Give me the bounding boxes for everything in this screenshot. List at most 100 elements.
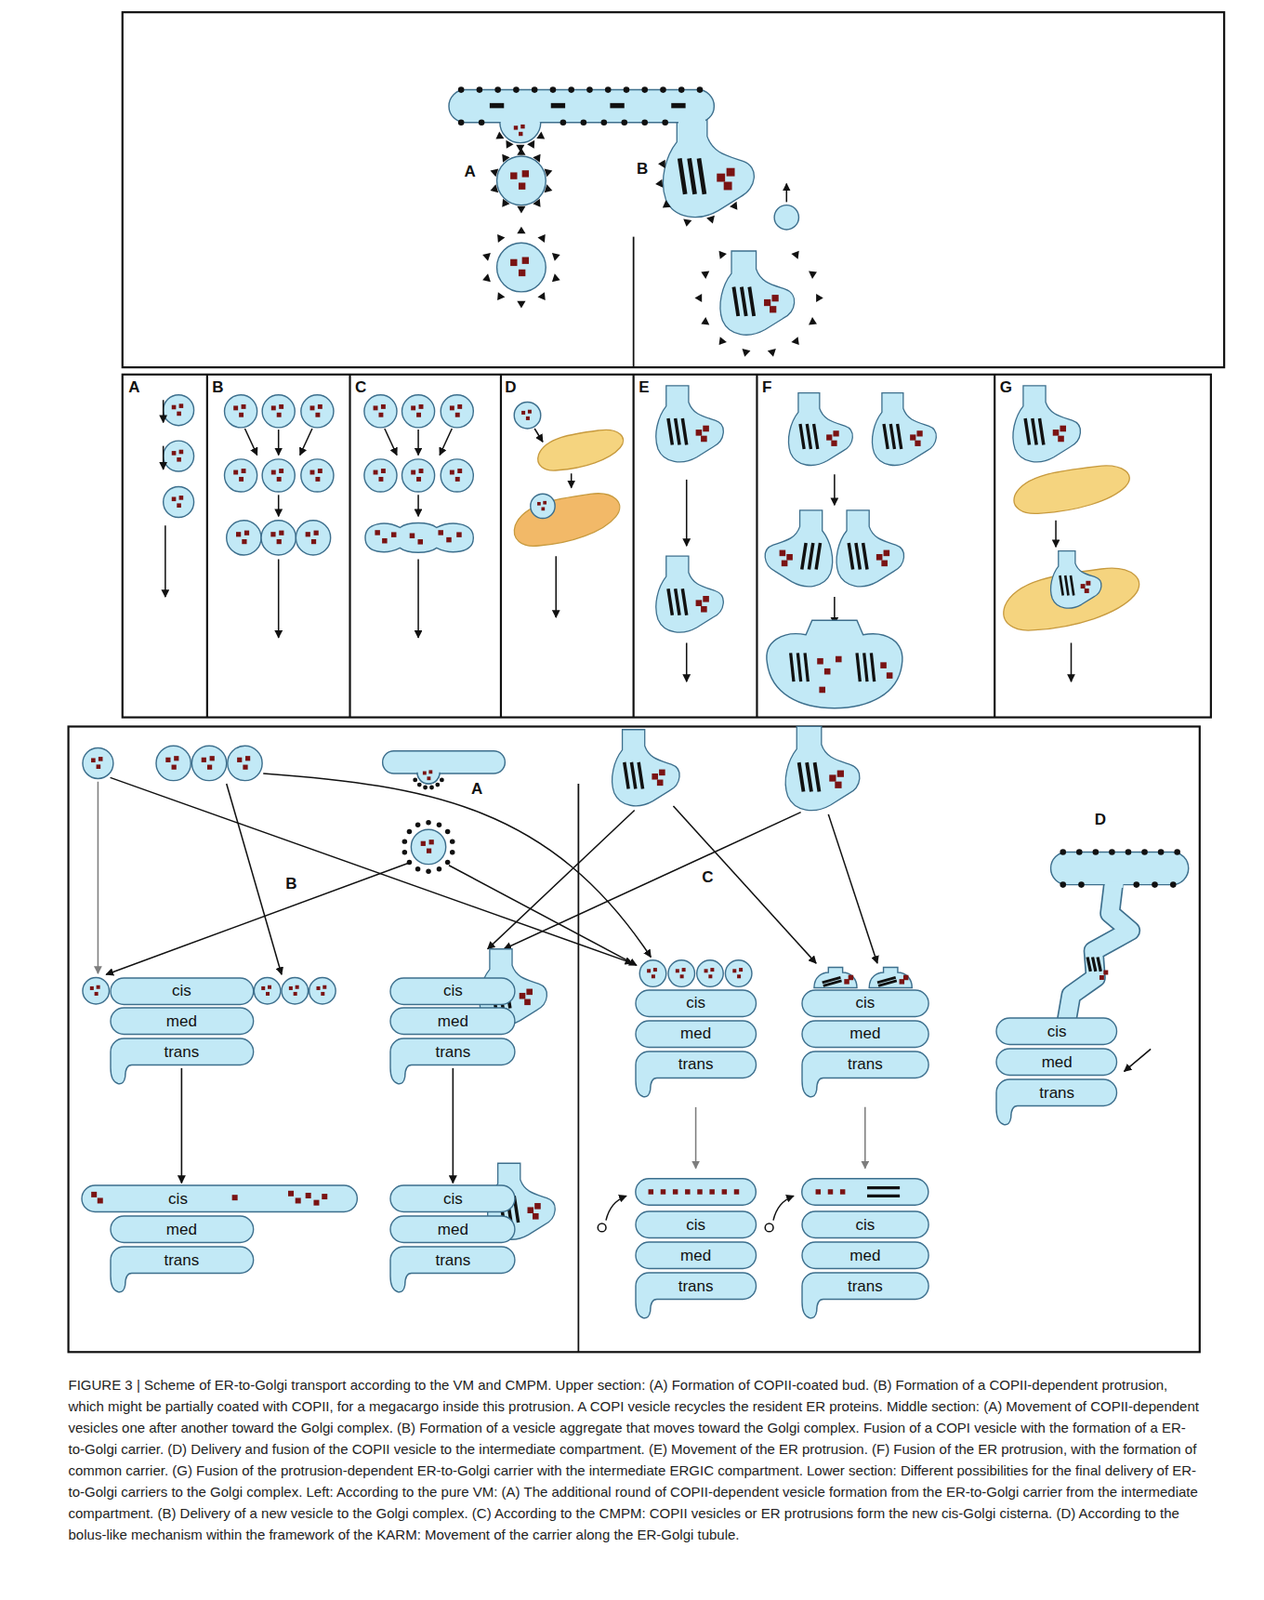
cargo [684,1188,690,1194]
ribosome-dot [1059,881,1067,888]
panel-frame [122,374,1212,718]
cargo [786,553,793,561]
ribosome-dot [415,866,421,871]
megacargo-bar [682,588,686,616]
golgi-cisterna: cis [802,1211,929,1238]
megacargo-bar [679,158,685,195]
megacargo-bar [1039,418,1043,446]
protrusion-membrane [656,385,725,462]
ribosome-dot [641,86,648,93]
cargo [540,507,545,512]
megacargo-bar [890,423,895,449]
cargo [704,968,709,973]
cisterna-outline [390,1215,515,1243]
transport-arrow [828,814,878,963]
cargo [317,404,323,409]
cargo [313,1199,319,1206]
cargo [261,986,265,990]
cisterna-outline [635,1241,757,1269]
vesicle [364,395,397,428]
cisterna-label: med [849,1247,881,1264]
cisterna-outline [802,1051,929,1097]
cargo [734,1188,739,1194]
transport-arrow [554,555,557,618]
megacargo-bar [1070,575,1074,595]
cisterna-label: cis [168,1190,188,1207]
cargo [176,457,182,462]
cargo [373,405,379,410]
ribosome-dot [659,86,667,93]
copii-coat [490,168,500,177]
connector-arrow [452,1067,455,1184]
ribosome-dot [449,849,455,855]
cargo [304,1192,311,1199]
panel-divider [348,374,351,718]
cisterna-outline [110,1038,254,1084]
copii-coat [808,316,817,325]
cargo [426,848,432,854]
membrane-join [678,119,706,125]
vesicle [401,459,435,492]
ribosome-dot [513,86,520,93]
cargo [455,476,461,482]
cisterna-outline [81,1185,357,1212]
transport-arrow [162,399,165,422]
megacargo-bar [689,158,696,195]
cargo [510,171,517,179]
golgi-cisterna: med [110,1007,254,1035]
cargo [657,779,664,787]
cisterna-label: cis [855,994,875,1011]
cargo [391,531,396,537]
er-protrusion [785,725,860,810]
cisterna-label: med [166,1221,198,1238]
cisterna-shape [81,1185,357,1212]
panel-letter: B [211,379,224,395]
ribosome-dot [1059,848,1067,856]
megacargo-bar [806,423,811,449]
protrusion-fragment [814,967,857,988]
ribosome-dot [494,86,501,93]
cargo [880,661,887,669]
vesicle [227,745,263,780]
ribosome-dot [620,118,628,126]
cargo [179,495,185,501]
vesicle [530,493,555,518]
cargo [416,412,422,418]
ribosome-dot [605,86,612,93]
ribosome-dot [429,785,435,790]
er-protrusion [764,510,833,587]
ribosome-dot [402,849,408,855]
cargo [680,974,685,978]
transport-arrow [685,479,688,546]
protrusion-membrane [785,725,860,810]
ribosome-dot [1141,848,1148,856]
carrier-membrane [382,750,506,774]
megacargo-bar [870,652,874,682]
cargo [771,294,778,302]
golgi-cisterna: med [802,1020,929,1048]
cargo [276,412,282,418]
transport-arrow [277,429,280,455]
er-membrane [1051,851,1189,884]
cargo [532,1212,540,1220]
cargo [244,530,250,536]
cisterna-outline [635,1020,757,1048]
cargo [315,476,320,482]
cargo [233,470,238,475]
ergic-membrane [538,429,624,471]
er-protrusion [1013,385,1081,462]
megacargo-bar [808,542,813,570]
cisterna-label: trans [1039,1084,1075,1101]
figure-caption: FIGURE 3 | Scheme of ER-to-Golgi transpo… [68,1373,1200,1545]
ergic-membrane [1013,465,1130,514]
illustration-layer [68,12,1225,1352]
cargo [658,769,666,777]
cargo [317,468,323,474]
golgi-cisterna: med [110,1215,254,1243]
vesicle [668,960,696,988]
cargo [518,182,526,189]
megacargo-bar [867,1194,900,1198]
cisterna-outline [802,1241,929,1269]
cargo [709,1188,714,1194]
er-protrusion [788,393,853,466]
